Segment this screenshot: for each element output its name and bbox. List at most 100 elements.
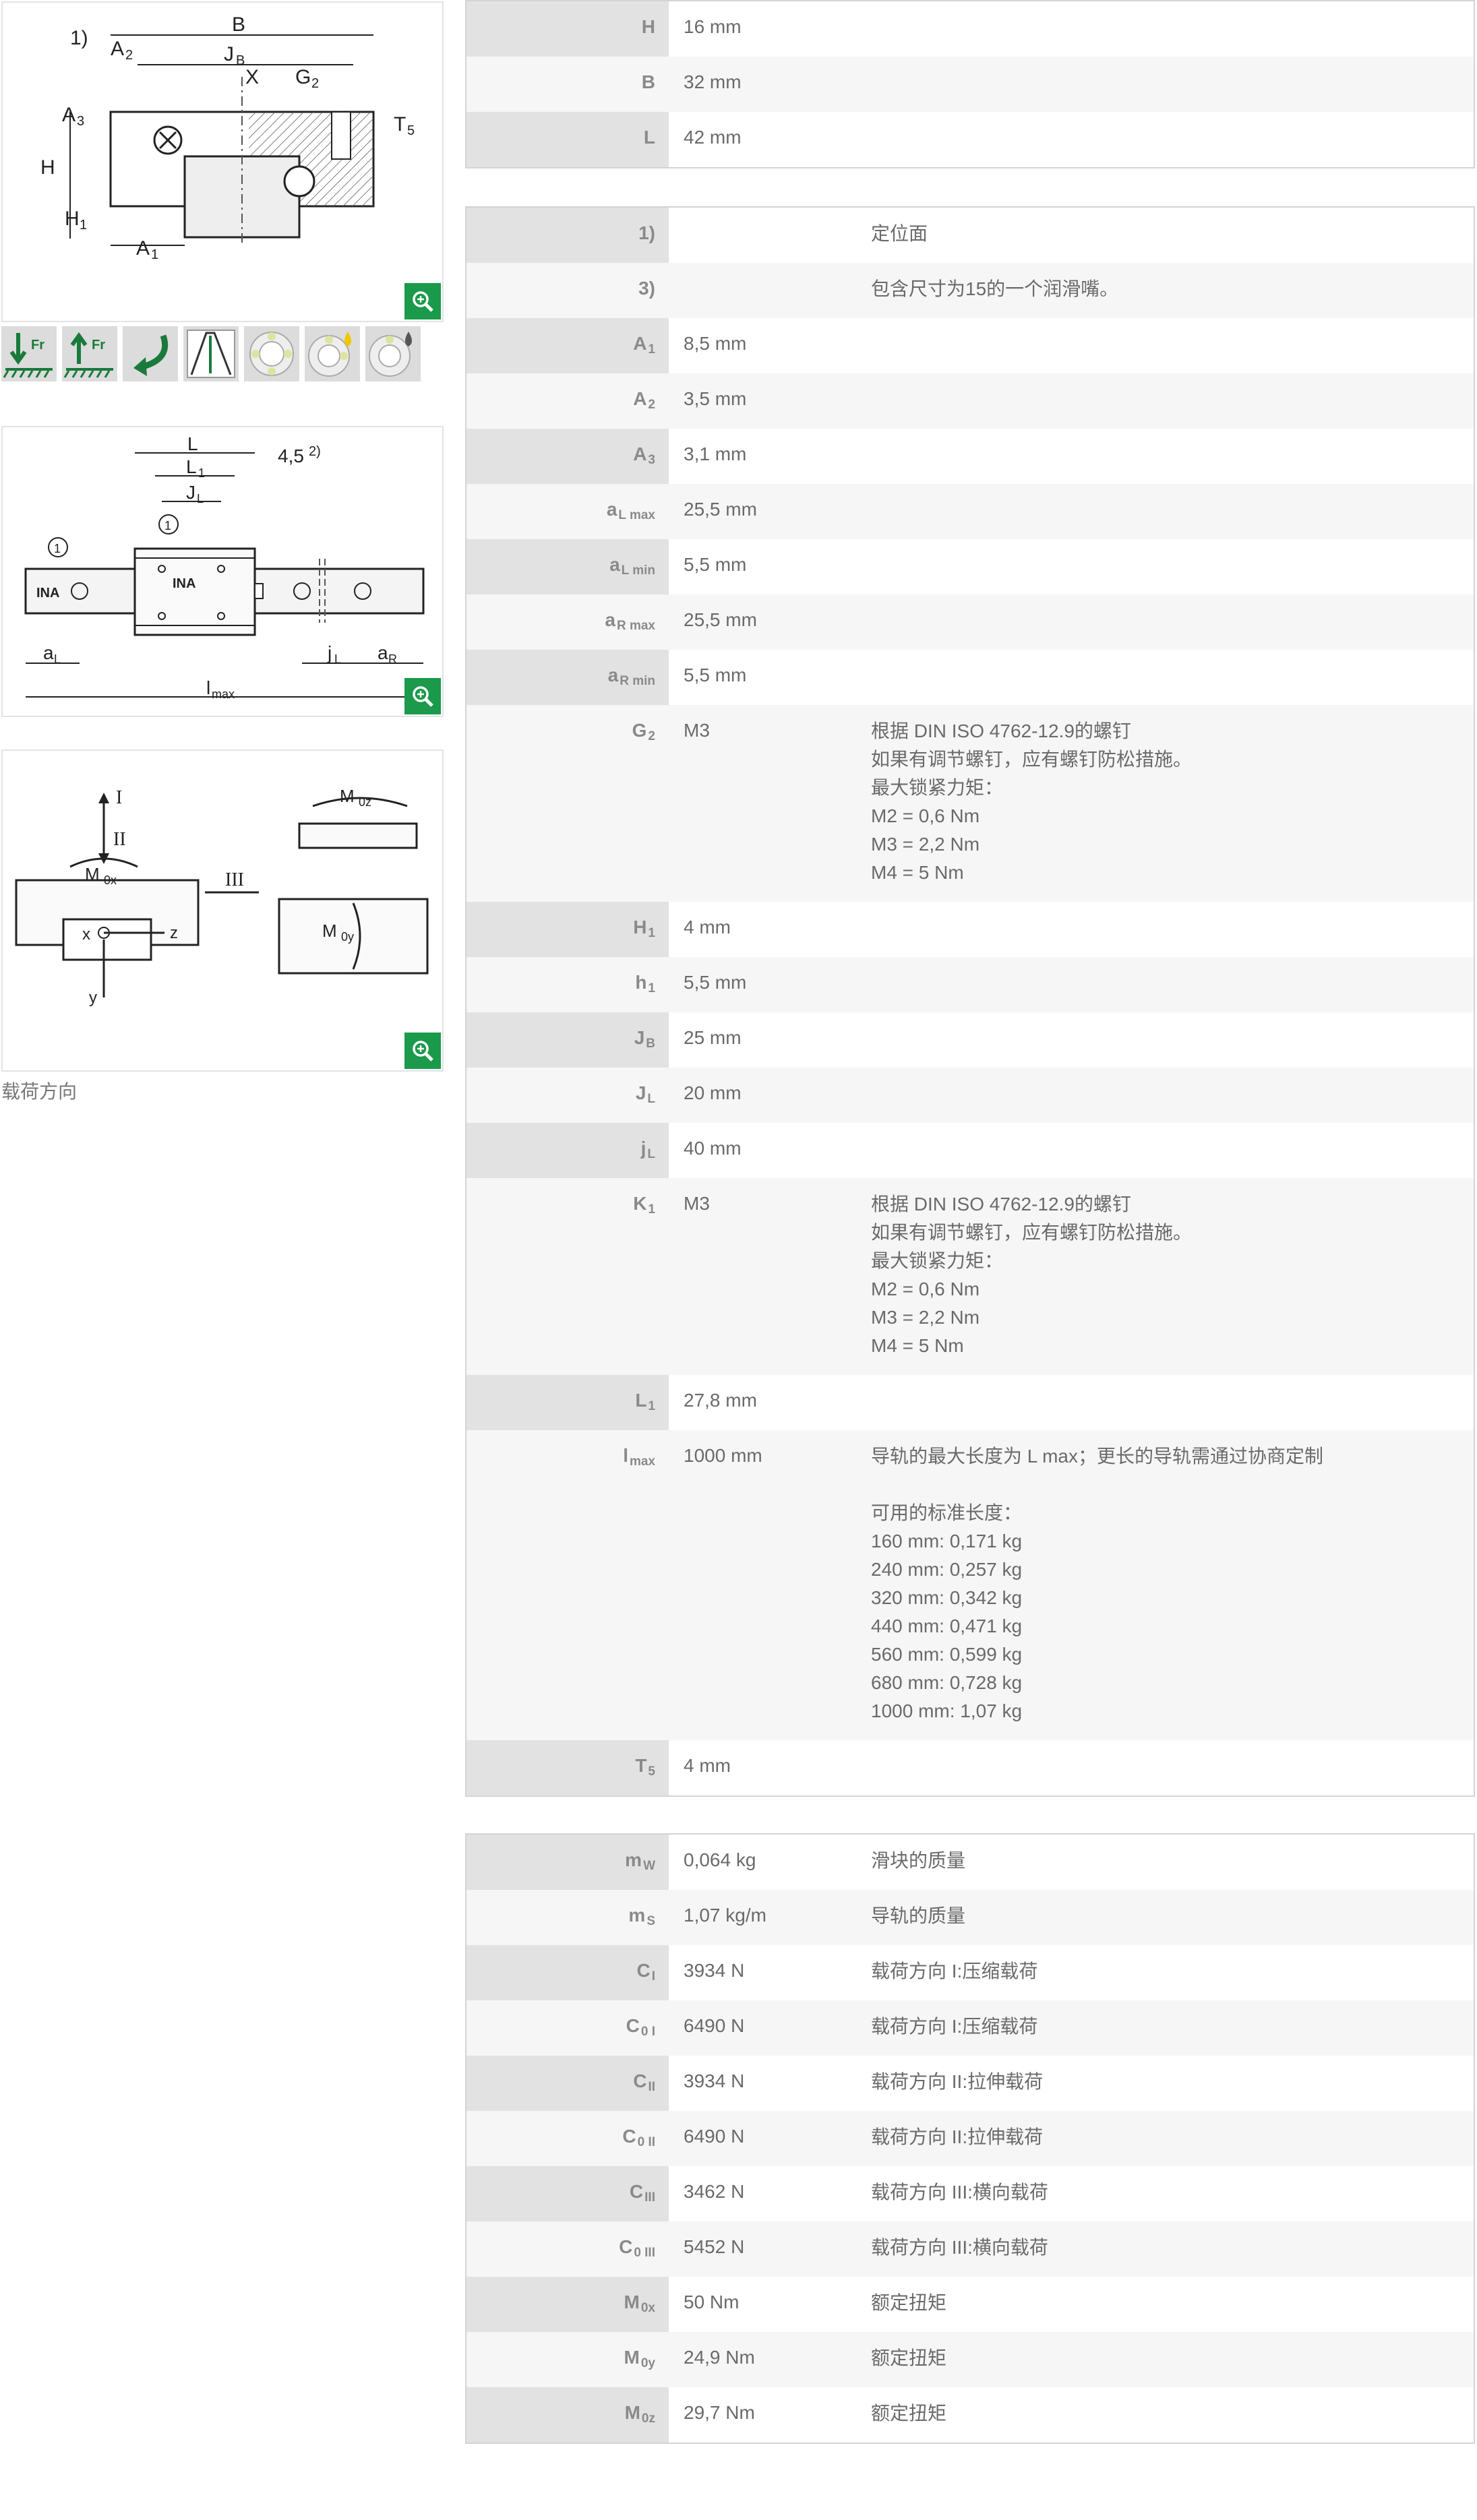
svg-text:5: 5 [407, 123, 415, 138]
svg-text:2): 2) [309, 444, 321, 459]
row-value: 32 mm [684, 71, 742, 92]
svg-text:INA: INA [173, 576, 195, 591]
description-line: 载荷方向 II:拉伸载荷 [871, 2071, 1044, 2092]
description-line: 如果有调节螺钉，应有螺钉防松措施。 [871, 1222, 1193, 1243]
row-value: 20 mm [684, 1082, 742, 1103]
row-description [871, 957, 1474, 1012]
svg-text:H: H [40, 156, 55, 179]
row-value: 25,5 mm [684, 609, 757, 630]
description-line: M2 = 0,6 Nm [871, 1279, 980, 1299]
magnifier-icon [413, 291, 433, 312]
zoom-button[interactable] [404, 1033, 441, 1069]
description-line: M4 = 5 Nm [871, 862, 964, 883]
svg-text:R: R [388, 652, 397, 666]
row-description [871, 318, 1474, 373]
zoom-button[interactable] [404, 283, 441, 319]
description-line: 1000 mm: 1,07 kg [871, 1700, 1023, 1721]
svg-text:2: 2 [125, 48, 133, 63]
svg-text:L: L [54, 652, 61, 666]
svg-text:Fr: Fr [31, 338, 44, 352]
row-description [871, 484, 1474, 539]
row-value: 5,5 mm [684, 972, 747, 993]
description-line: 载荷方向 II:拉伸载荷 [871, 2126, 1044, 2147]
svg-text:M: M [340, 786, 355, 806]
svg-text:1: 1 [164, 519, 171, 532]
row-description: 载荷方向 II:拉伸载荷 [871, 2111, 1474, 2166]
svg-text:A: A [111, 38, 124, 60]
row-description [871, 1123, 1474, 1178]
svg-text:a: a [43, 642, 54, 663]
row-value: 5,5 mm [684, 665, 747, 685]
svg-text:3: 3 [77, 114, 84, 129]
row-description: 额定扭矩 [871, 2277, 1474, 2332]
description-line: 定位面 [871, 223, 928, 244]
row-value: 24,9 Nm [684, 2347, 755, 2368]
description-line: 载荷方向 I:压缩载荷 [871, 1961, 1038, 1981]
svg-text:L: L [186, 456, 197, 477]
row-description: 包含尺寸为15的一个润滑嘴。 [871, 263, 1474, 318]
description-line: 240 mm: 0,257 kg [871, 1559, 1023, 1580]
svg-text:j: j [327, 642, 332, 663]
description-line: 载荷方向 I:压缩载荷 [871, 2016, 1038, 2037]
oil-drop-icon [365, 326, 421, 381]
description-line: 680 mm: 0,728 kg [871, 1672, 1023, 1693]
description-line: 根据 DIN ISO 4762-12.9的螺钉 [871, 1194, 1131, 1215]
svg-text:l: l [206, 677, 210, 698]
zoom-button[interactable] [404, 678, 441, 714]
description-line: 最大锁紧力矩： [871, 777, 1004, 798]
row-value: 4 mm [684, 1755, 731, 1776]
rotation-icon [123, 326, 178, 381]
svg-text:H: H [65, 208, 80, 230]
description-line: M3 = 2,2 Nm [871, 834, 980, 855]
svg-text:M: M [322, 921, 337, 941]
row-value: M3 [684, 1193, 710, 1214]
description-line: 导轨的最大长度为 L max；更长的导轨需通过协商定制 [871, 1446, 1323, 1467]
row-description [871, 1375, 1474, 1430]
description-line [871, 1471, 1474, 1499]
svg-text:L: L [334, 652, 341, 666]
row-description: 载荷方向 II:拉伸载荷 [871, 2056, 1474, 2111]
description-line: 根据 DIN ISO 4762-12.9的螺钉 [871, 720, 1131, 741]
row-value: 25 mm [684, 1027, 742, 1048]
svg-text:max: max [212, 687, 235, 701]
magnifier-icon [413, 1041, 433, 1062]
row-value: 25,5 mm [684, 499, 757, 520]
svg-text:X: X [245, 66, 259, 88]
svg-text:1: 1 [198, 466, 205, 480]
row-value: 42 mm [684, 127, 742, 148]
description-line: 如果有调节螺钉，应有螺钉防松措施。 [871, 749, 1193, 770]
description-line: M4 = 5 Nm [871, 1335, 964, 1356]
